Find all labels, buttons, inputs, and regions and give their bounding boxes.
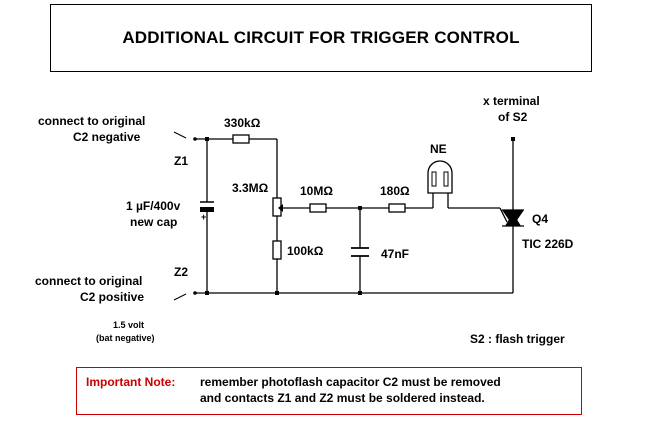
label-cap-desc: new cap [130, 215, 177, 229]
note-label: Important Note: [86, 375, 176, 389]
title-box: ADDITIONAL CIRCUIT FOR TRIGGER CONTROL [50, 4, 592, 72]
resistor-180 [388, 203, 406, 213]
pointer-z2 [173, 293, 187, 301]
pot-wiper-arrow [278, 204, 283, 212]
resistor-330k [232, 134, 250, 144]
label-10m: 10MΩ [300, 184, 333, 198]
terminal-z1 [193, 137, 197, 141]
label-z1: Z1 [174, 154, 188, 168]
label-pot: 3.3MΩ [232, 181, 269, 195]
note-line-1: remember photoflash capacitor C2 must be… [200, 375, 501, 389]
label-connect-pos-1: connect to original [35, 274, 142, 288]
label-connect-pos-2: C2 positive [80, 290, 144, 304]
junction-dot [511, 137, 515, 141]
label-s2: S2 : flash trigger [470, 332, 565, 346]
label-ne: NE [430, 142, 447, 156]
label-cap-value: 1 µF/400v [126, 199, 181, 213]
wires [195, 138, 514, 294]
junction-dot [275, 291, 279, 295]
capacitor-47nf [351, 247, 369, 257]
label-100k: 100kΩ [287, 244, 324, 258]
label-plus: + [201, 212, 206, 222]
resistor-10m [309, 203, 327, 213]
junction-dot [358, 291, 362, 295]
label-bat-2: (bat negative) [96, 333, 155, 343]
label-bat-1: 1.5 volt [113, 320, 144, 330]
label-47n: 47nF [381, 247, 409, 261]
label-x-terminal-1: x terminal [483, 94, 540, 108]
label-180: 180Ω [380, 184, 410, 198]
capacitor-1uf [200, 201, 214, 212]
triac-q4 [499, 207, 524, 227]
neon-lamp-ne [427, 160, 453, 194]
label-connect-neg-1: connect to original [38, 114, 145, 128]
label-x-terminal-2: of S2 [498, 110, 528, 124]
junction-dot [205, 137, 209, 141]
page-title: ADDITIONAL CIRCUIT FOR TRIGGER CONTROL [122, 28, 520, 47]
label-330k: 330kΩ [224, 116, 261, 130]
resistor-100k [272, 240, 282, 260]
important-note-box: Important Note: remember photoflash capa… [76, 367, 582, 415]
label-connect-neg-2: C2 negative [73, 130, 141, 144]
label-z2: Z2 [174, 265, 188, 279]
label-q4: Q4 [532, 212, 548, 226]
label-tic: TIC 226D [522, 237, 574, 251]
junction-dots [205, 137, 515, 295]
pointer-z1 [173, 131, 187, 139]
terminal-z2 [193, 291, 197, 295]
junction-dot [358, 206, 362, 210]
note-line-2: and contacts Z1 and Z2 must be soldered … [200, 391, 485, 405]
junction-dot [205, 291, 209, 295]
